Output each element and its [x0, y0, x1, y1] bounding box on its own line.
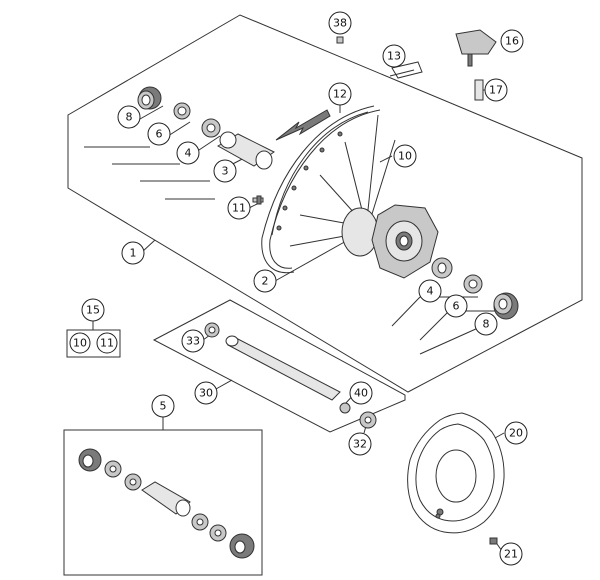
svg-text:5: 5 [160, 400, 167, 413]
axle-30 [225, 335, 341, 401]
svg-text:8: 8 [126, 111, 133, 124]
callout-4-top: 4 [176, 141, 200, 165]
callout-15-10: 10 [69, 332, 91, 354]
callout-6-right: 6 [444, 294, 468, 318]
callout-40: 40 [349, 381, 373, 405]
kit-seal-left [78, 448, 102, 472]
callout-4-right: 4 [418, 279, 442, 303]
seal-8-top [137, 86, 162, 110]
callout-21: 21 [499, 542, 523, 566]
svg-text:16: 16 [505, 35, 519, 48]
bearing-4-top [201, 118, 221, 138]
callout-38: 38 [328, 11, 352, 35]
svg-text:17: 17 [489, 84, 503, 97]
rim-lock-16 [455, 29, 497, 67]
callout-10: 10 [393, 144, 417, 168]
bearing-4-right [431, 257, 453, 279]
svg-text:30: 30 [199, 387, 213, 400]
kit-bearing-left-b [124, 473, 142, 491]
callout-20: 20 [504, 421, 528, 445]
svg-text:6: 6 [453, 300, 460, 313]
spacer-32 [359, 411, 377, 429]
svg-text:32: 32 [353, 438, 367, 451]
callout-1: 1 [121, 241, 145, 265]
kit-bearing-left-a [104, 460, 122, 478]
svg-text:8: 8 [483, 318, 490, 331]
collar-40 [339, 402, 351, 414]
spacer-3-tube [217, 131, 275, 170]
valve-cap-38 [336, 36, 344, 44]
brake-disc-20 [407, 412, 505, 534]
rim-tape-13 [389, 61, 423, 79]
callout-33: 33 [181, 329, 205, 353]
callout-32: 32 [348, 432, 372, 456]
callout-2: 2 [253, 269, 277, 293]
kit-spacer-tube [141, 481, 191, 517]
callout-5: 5 [151, 394, 175, 418]
svg-text:3: 3 [222, 165, 229, 178]
svg-text:4: 4 [185, 147, 192, 160]
svg-text:11: 11 [100, 337, 114, 350]
svg-text:4: 4 [427, 285, 434, 298]
callout-16: 16 [500, 29, 524, 53]
svg-text:12: 12 [333, 88, 347, 101]
seal-8-right [493, 292, 519, 320]
svg-text:10: 10 [398, 150, 412, 163]
callout-17: 17 [484, 78, 508, 102]
hub-2 [341, 204, 439, 279]
main-assembly-frame [67, 14, 583, 393]
bearing-6-right [463, 274, 483, 294]
callout-15: 15 [81, 298, 105, 322]
spacer-33 [204, 322, 220, 338]
callout-13: 13 [382, 44, 406, 68]
callout-11: 11 [227, 196, 251, 220]
svg-text:10: 10 [73, 337, 87, 350]
nut-17 [474, 79, 484, 101]
direction-arrow [275, 109, 331, 141]
callout-8-top: 8 [117, 105, 141, 129]
svg-text:33: 33 [186, 335, 200, 348]
kit-bearing-right-a [191, 513, 209, 531]
bearing-6-top [173, 102, 191, 120]
svg-text:13: 13 [387, 50, 401, 63]
callout-6-top: 6 [147, 122, 171, 146]
callout-8-right: 8 [474, 312, 498, 336]
callout-3: 3 [213, 159, 237, 183]
svg-text:21: 21 [504, 548, 518, 561]
axle-kit-frame [152, 299, 406, 433]
callout-12: 12 [328, 82, 352, 106]
svg-text:6: 6 [156, 128, 163, 141]
svg-text:11: 11 [232, 202, 246, 215]
bolt-21 [489, 537, 498, 545]
callout-15-11: 11 [96, 332, 118, 354]
kit-seal-right [229, 533, 255, 559]
spoke-nipple-11 [252, 195, 264, 205]
callout-30: 30 [194, 381, 218, 405]
svg-text:20: 20 [509, 427, 523, 440]
leader-lines [84, 40, 506, 552]
svg-text:38: 38 [333, 17, 347, 30]
kit-bearing-right-b [209, 524, 227, 542]
rim-12 [261, 105, 381, 274]
svg-text:40: 40 [354, 387, 368, 400]
svg-text:15: 15 [86, 304, 100, 317]
svg-text:2: 2 [262, 275, 269, 288]
svg-text:1: 1 [130, 247, 137, 260]
